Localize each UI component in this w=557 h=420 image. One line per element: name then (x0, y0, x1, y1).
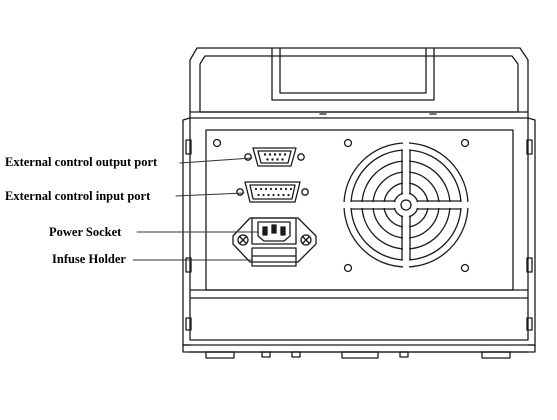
power-socket-assembly (232, 217, 317, 267)
rear-panel-plate (189, 129, 529, 299)
leader-lines (132, 157, 259, 261)
input-port-connector (236, 181, 309, 203)
bottom-feet (205, 351, 511, 359)
label-power-socket: Power Socket (49, 225, 122, 239)
carry-handle (271, 47, 435, 101)
output-port-connector (244, 147, 305, 167)
fan-grille (341, 140, 471, 270)
label-output-port: External control output port (5, 155, 158, 169)
label-fuse-holder: Infuse Holder (52, 252, 126, 266)
side-latches (185, 139, 533, 331)
label-input-port: External control input port (5, 189, 151, 203)
